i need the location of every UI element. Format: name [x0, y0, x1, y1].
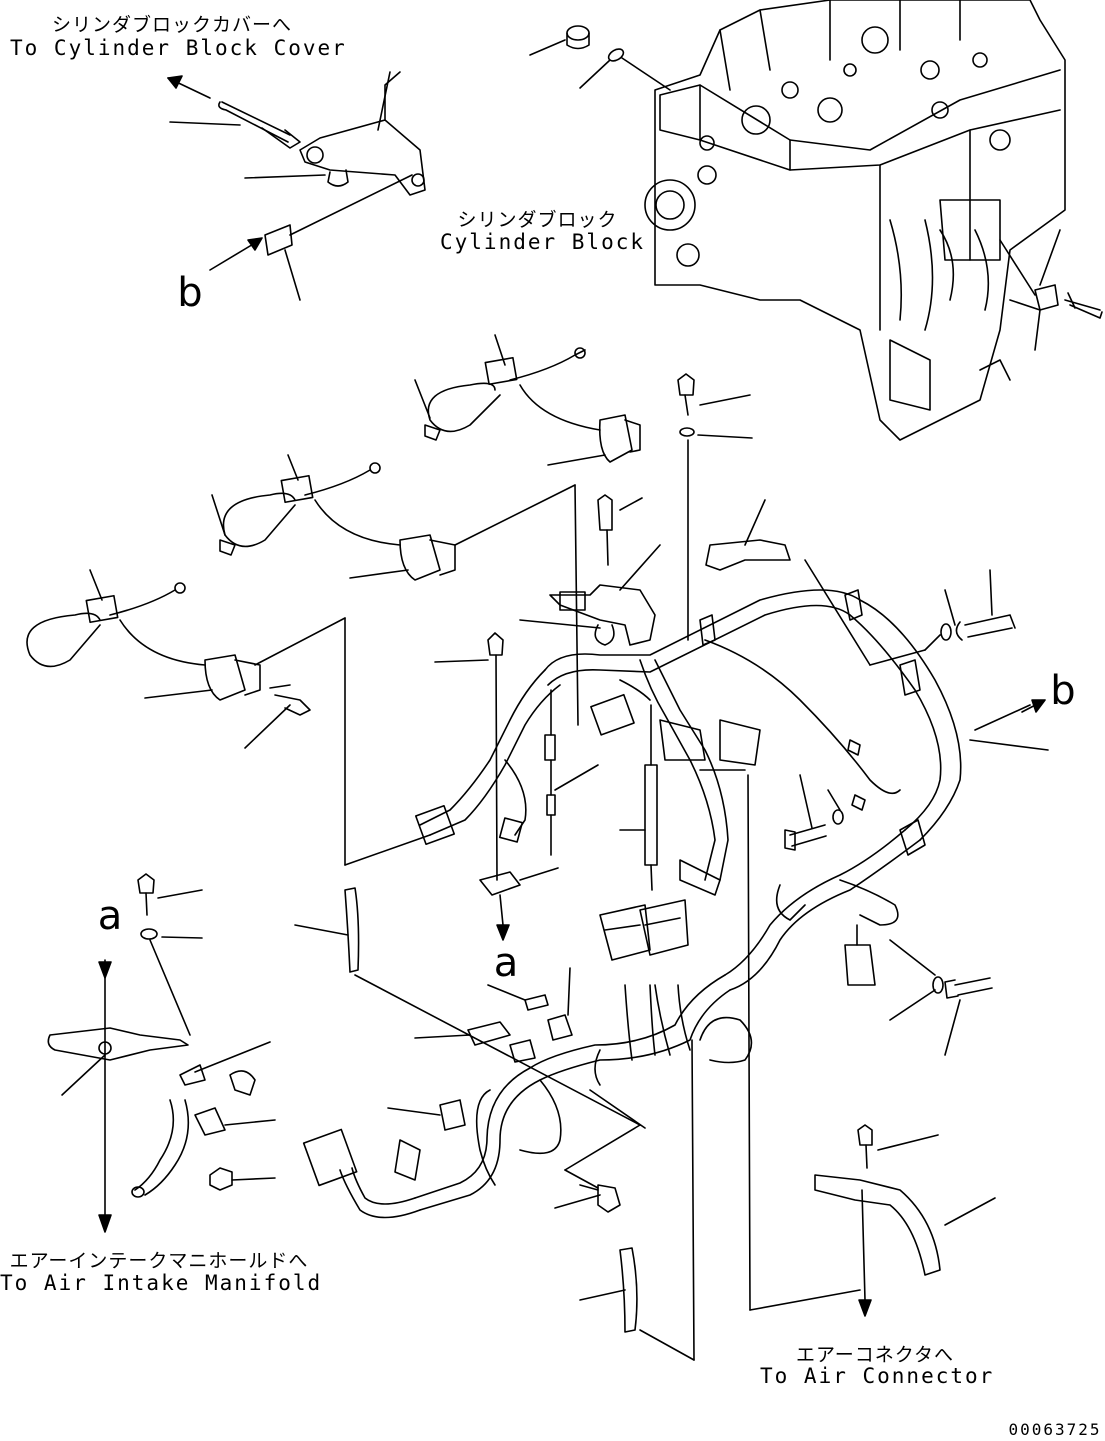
intake-manifold-parts: [47, 873, 276, 1233]
brackets-misc: [294, 699, 1046, 1333]
sensor-middle: [211, 454, 579, 726]
ref-b-right: b: [1050, 668, 1076, 714]
cylinder-block-label-jp: シリンダブロック: [457, 209, 618, 231]
cylinder-block-label-en: Cylinder Block: [440, 230, 646, 254]
air-connector-label-en: To Air Connector: [760, 1364, 995, 1388]
air-intake-manifold-label-jp: エアーインテークマニホールドへ: [9, 1250, 309, 1272]
air-intake-manifold-label-en: To Air Intake Manifold: [0, 1271, 323, 1295]
sensor-upper: [414, 334, 641, 466]
air-connector-label-jp: エアーコネクタへ: [795, 1344, 955, 1366]
ref-a-left: a: [97, 893, 123, 939]
ref-b-left: b: [177, 270, 203, 316]
cylinder-block: [644, 0, 1103, 441]
plug-and-oring: [529, 25, 671, 91]
sensor-lower: [26, 569, 431, 866]
cylinder-block-cover-label-en: To Cylinder Block Cover: [10, 36, 347, 60]
cover-bracket-assembly: [167, 71, 426, 301]
main-wire-harness: [302, 589, 962, 1219]
center-bracket-parts: [434, 373, 1049, 1361]
ref-a-center: a: [493, 940, 519, 986]
drawing-number: 00063725: [1008, 1420, 1102, 1439]
cylinder-block-cover-label-jp: シリンダブロックカバーへ: [51, 14, 292, 36]
